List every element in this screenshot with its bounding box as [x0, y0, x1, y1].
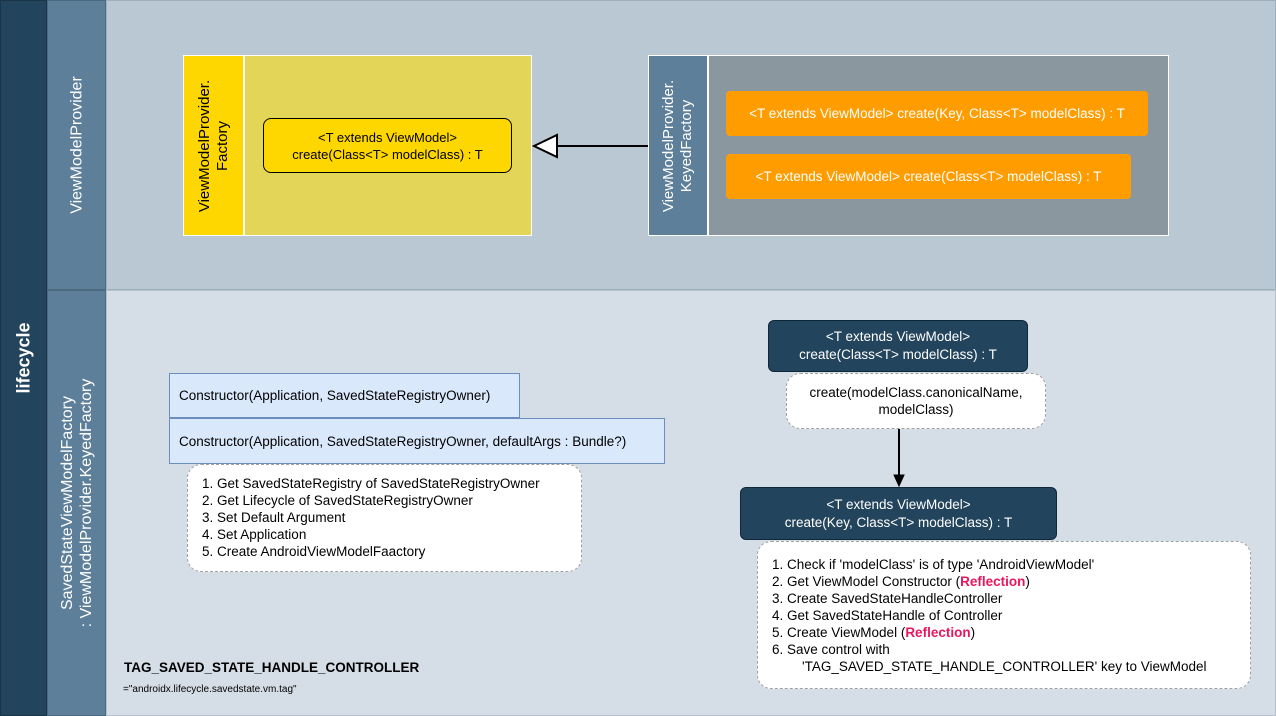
- tag-constant-name: TAG_SAVED_STATE_HANDLE_CONTROLLER: [124, 660, 420, 675]
- create-class-line1: <T extends ViewModel>: [825, 329, 971, 344]
- factory-class-title: ViewModelProvider. Factory: [196, 79, 232, 211]
- create-key-line2: create(Key, Class<T> modelClass) : T: [784, 514, 1013, 530]
- create-step-6: 6. Save control with: [772, 642, 890, 657]
- viewmodelprovider-row-label: ViewModelProvider: [47, 0, 106, 290]
- canonical-name-call-note: create(modelClass.canonicalName, modelCl…: [786, 373, 1046, 429]
- create-step-4: 4. Get SavedStateHandle of Controller: [772, 608, 1003, 623]
- constructor-step: 3. Set Default Argument: [202, 510, 346, 525]
- viewmodelprovider-row-title: ViewModelProvider: [68, 76, 85, 214]
- savedstate-row-title-line1: SavedStateViewModelFactory: [58, 395, 76, 611]
- create-class-line2: create(Class<T> modelClass) : T: [799, 347, 997, 362]
- keyedfactory-title-line2: KeyedFactory: [678, 99, 695, 192]
- factory-create-method[interactable]: <T extends ViewModel> create(Class<T> mo…: [263, 118, 512, 173]
- factory-method-line1: <T extends ViewModel>: [318, 129, 457, 145]
- savedstate-row-title: SavedStateViewModelFactory : ViewModelPr…: [58, 379, 96, 628]
- reflection-highlight: Reflection: [905, 625, 971, 640]
- tag-constant-value: ="androidx.lifecycle.savedstate.vm.tag": [123, 684, 297, 695]
- savedstate-create-key-method[interactable]: <T extends ViewModel> create(Key, Class<…: [740, 487, 1057, 540]
- constructor-step: 1. Get SavedStateRegistry of SavedStateR…: [202, 476, 540, 491]
- canonical-line1: create(modelClass.canonicalName,: [809, 385, 1023, 400]
- create-step-5: 5. Create ViewModel (Reflection): [772, 625, 976, 640]
- lifecycle-lane-title: lifecycle: [13, 322, 33, 394]
- factory-class-header[interactable]: ViewModelProvider. Factory: [183, 55, 244, 236]
- lifecycle-lane: lifecycle: [0, 0, 47, 716]
- create-step-3: 3. Create SavedStateHandleController: [772, 591, 1003, 606]
- keyedfactory-class-title: ViewModelProvider. KeyedFactory: [660, 79, 696, 211]
- create-step-2: 2. Get ViewModel Constructor (Reflection…: [772, 574, 1030, 589]
- create-key-line1: <T extends ViewModel>: [826, 496, 971, 512]
- constructor-step: 5. Create AndroidViewModelFaactory: [202, 544, 426, 559]
- constructor-steps-note: 1. Get SavedStateRegistry of SavedStateR…: [187, 464, 582, 572]
- keyedfactory-title-line1: ViewModelProvider.: [660, 79, 677, 212]
- constructor-step: 4. Set Application: [202, 527, 307, 542]
- keyedfactory-create-key-method[interactable]: <T extends ViewModel> create(Key, Class<…: [726, 91, 1148, 136]
- savedstate-create-class-method[interactable]: <T extends ViewModel> create(Class<T> mo…: [768, 320, 1028, 372]
- constructor-three-args[interactable]: Constructor(Application, SavedStateRegis…: [169, 418, 665, 464]
- constructor-step: 2. Get Lifecycle of SavedStateRegistryOw…: [202, 493, 473, 508]
- constructor-two-args[interactable]: Constructor(Application, SavedStateRegis…: [169, 373, 520, 418]
- factory-title-line1: ViewModelProvider.: [195, 79, 213, 212]
- create-steps-note: 1. Check if 'modelClass' is of type 'And…: [757, 541, 1251, 689]
- factory-title-line2: Factory: [213, 120, 231, 171]
- keyedfactory-create-class-method[interactable]: <T extends ViewModel> create(Class<T> mo…: [726, 154, 1131, 199]
- savedstate-row-label: SavedStateViewModelFactory : ViewModelPr…: [47, 290, 106, 716]
- savedstate-row-title-line2: : ViewModelProvider.KeyedFactory: [77, 378, 95, 628]
- create-step-1: 1. Check if 'modelClass' is of type 'And…: [772, 557, 1095, 572]
- factory-method-line2: create(Class<T> modelClass) : T: [292, 146, 483, 162]
- create-step-6-continued: 'TAG_SAVED_STATE_HANDLE_CONTROLLER' key …: [802, 659, 1207, 674]
- keyedfactory-class-header[interactable]: ViewModelProvider. KeyedFactory: [648, 55, 708, 236]
- canonical-line2: modelClass): [878, 402, 954, 417]
- keyedfactory-class-body[interactable]: [708, 55, 1169, 236]
- reflection-highlight: Reflection: [960, 574, 1026, 589]
